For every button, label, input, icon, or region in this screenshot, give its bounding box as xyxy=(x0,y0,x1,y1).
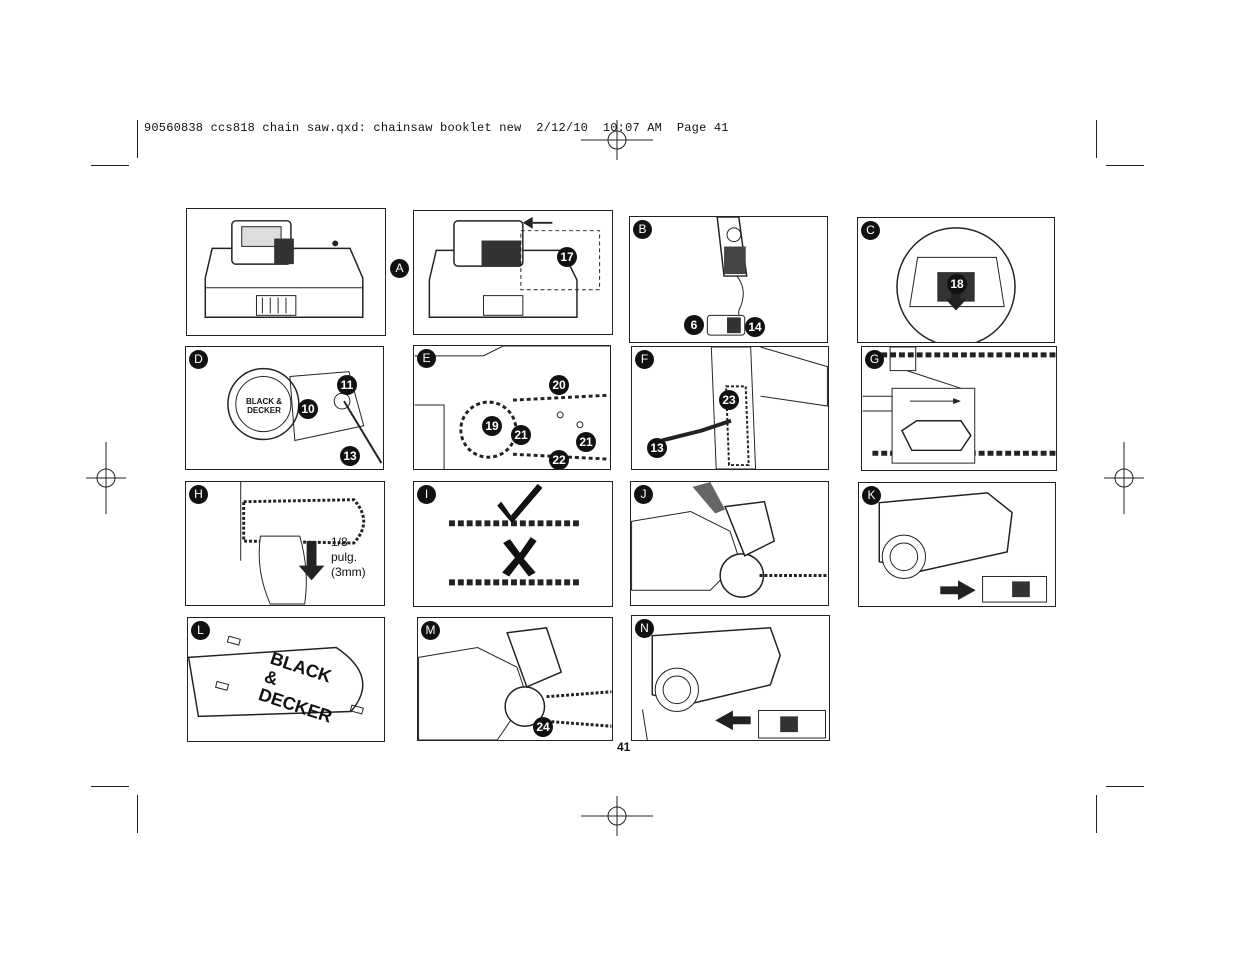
logo-black-decker: BLACK & DECKER xyxy=(246,397,282,415)
arrow-icon xyxy=(522,216,533,229)
figure-label-d: D xyxy=(189,350,208,369)
callout-14: 14 xyxy=(745,317,765,337)
registration-mark-icon xyxy=(86,442,126,514)
figure-b: B 6 14 xyxy=(629,216,828,343)
figure-m: M 24 xyxy=(417,617,613,741)
callout-23: 23 xyxy=(719,390,739,410)
registration-mark-icon xyxy=(1104,442,1144,514)
figure-label-b: B xyxy=(633,220,652,239)
page-number: 41 xyxy=(617,740,631,754)
figure-k: K xyxy=(858,482,1056,607)
callout-18: 18 xyxy=(947,274,967,294)
figure-a: 17 xyxy=(413,210,613,335)
callout-13: 13 xyxy=(340,446,360,466)
callout-13f: 13 xyxy=(647,438,667,458)
crop-mark xyxy=(1106,165,1144,166)
callout-6: 6 xyxy=(684,315,704,335)
figure-label-k: K xyxy=(862,486,881,505)
figure-label-c: C xyxy=(861,221,880,240)
crop-mark xyxy=(1096,795,1097,833)
arrow-icon xyxy=(945,291,967,311)
callout-19: 19 xyxy=(482,416,502,436)
check-mark-icon xyxy=(497,483,543,524)
figure-l: L BLACK & DECKER xyxy=(187,617,385,742)
callout-21b: 21 xyxy=(576,432,596,452)
crop-mark xyxy=(91,786,129,787)
crop-mark xyxy=(91,165,129,166)
figure-f: F 23 13 xyxy=(631,346,829,470)
figure-label-l: L xyxy=(191,621,210,640)
crop-mark xyxy=(137,795,138,833)
crop-mark xyxy=(137,120,138,158)
figure-label-j: J xyxy=(634,485,653,504)
registration-mark-icon xyxy=(581,796,653,836)
figure-h: H 1/8 pulg. (3mm) xyxy=(185,481,385,606)
callout-17: 17 xyxy=(557,247,577,267)
figure-label-h: H xyxy=(189,485,208,504)
figure-n: N xyxy=(631,615,830,741)
callout-22: 22 xyxy=(549,450,569,469)
figure-d: D BLACK & DECKER 11 10 13 xyxy=(185,346,384,470)
callout-21: 21 xyxy=(511,425,531,445)
arrow-icon xyxy=(715,710,751,731)
figure-label-f: F xyxy=(635,350,654,369)
arrow-icon xyxy=(692,482,726,514)
callout-20: 20 xyxy=(549,375,569,395)
figure-label-m: M xyxy=(421,621,440,640)
arrow-icon xyxy=(298,541,325,581)
registration-mark-icon xyxy=(581,120,653,160)
x-mark-icon xyxy=(502,537,537,577)
figure-c: C 18 xyxy=(857,217,1055,343)
figure-j: J xyxy=(630,481,829,606)
measurement-label: 1/8 pulg. (3mm) xyxy=(331,535,366,579)
figure-label-i: I xyxy=(417,485,436,504)
figure-g: G xyxy=(861,346,1057,471)
figure-label-n: N xyxy=(635,619,654,638)
print-slug: 90560838 ccs818 chain saw.qxd: chainsaw … xyxy=(144,121,729,135)
figure-label-a: A xyxy=(390,259,409,278)
callout-24: 24 xyxy=(533,717,553,737)
figure-label-e: E xyxy=(417,349,436,368)
crop-mark xyxy=(1096,120,1097,158)
callout-10: 10 xyxy=(298,399,318,419)
figure-e: E 20 19 21 21 22 xyxy=(413,345,611,470)
figure-label-g: G xyxy=(865,350,884,369)
figure-i: I xyxy=(413,481,613,607)
callout-11: 11 xyxy=(337,375,357,395)
arrow-icon xyxy=(940,580,976,601)
crop-mark xyxy=(1106,786,1144,787)
figure-battery xyxy=(186,208,386,336)
